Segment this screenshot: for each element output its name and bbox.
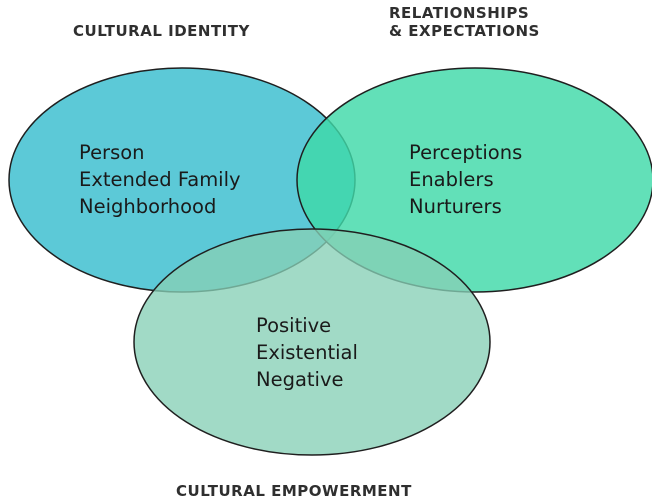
empowerment-item: Positive [256, 314, 332, 337]
relationships-title: RELATIONSHIPS & EXPECTATIONS [389, 4, 540, 40]
empowerment-title: CULTURAL EMPOWERMENT [176, 482, 412, 500]
relationships-item: Perceptions [409, 141, 523, 164]
cultural-identity-title: CULTURAL IDENTITY [73, 22, 250, 40]
empowerment-item: Negative [256, 368, 344, 391]
relationships-items: Perceptions Enablers Nurturers [409, 139, 522, 220]
cultural-identity-title-text: CULTURAL IDENTITY [73, 22, 250, 40]
relationships-item: Nurturers [409, 195, 502, 218]
relationships-item: Enablers [409, 168, 494, 191]
relationships-title-line1: RELATIONSHIPS [389, 4, 530, 22]
empowerment-items: Positive Existential Negative [256, 312, 358, 393]
empowerment-title-text: CULTURAL EMPOWERMENT [176, 482, 412, 500]
empowerment-circle [133, 228, 491, 456]
cultural-identity-items: Person Extended Family Neighborhood [79, 139, 241, 220]
relationships-circle [296, 67, 652, 293]
relationships-title-line2: & EXPECTATIONS [389, 22, 540, 40]
cultural-identity-item: Extended Family [79, 168, 241, 191]
empowerment-item: Existential [256, 341, 358, 364]
cultural-identity-item: Neighborhood [79, 195, 217, 218]
cultural-identity-item: Person [79, 141, 145, 164]
